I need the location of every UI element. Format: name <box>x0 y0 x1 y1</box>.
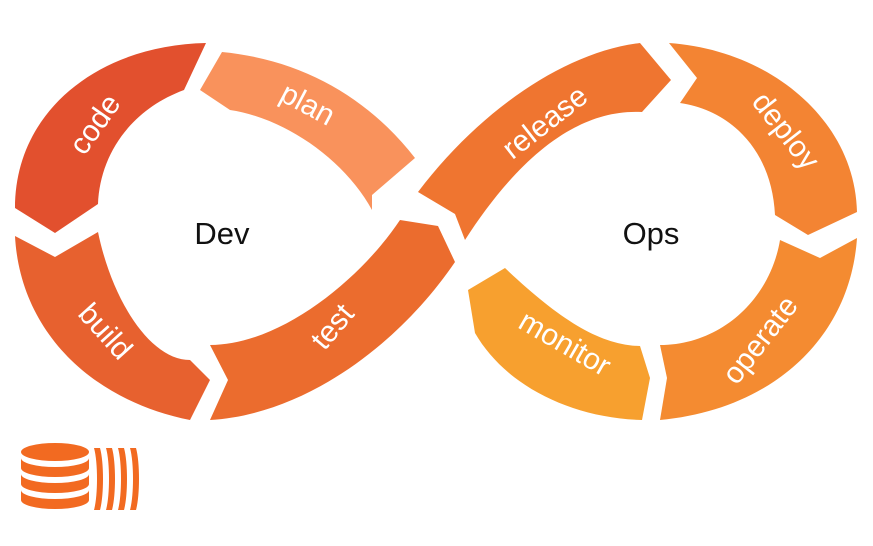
segment-monitor <box>468 268 650 420</box>
segment-operate <box>660 238 857 420</box>
segment-deploy <box>669 43 857 235</box>
segment-test <box>210 220 455 420</box>
segment-build <box>15 232 210 420</box>
segment-code <box>15 43 206 233</box>
center-label-dev: Dev <box>194 216 250 251</box>
database-stack-icon <box>21 443 139 510</box>
center-label-ops: Ops <box>623 216 680 251</box>
segment-release <box>418 43 671 240</box>
segment-plan <box>200 52 415 210</box>
